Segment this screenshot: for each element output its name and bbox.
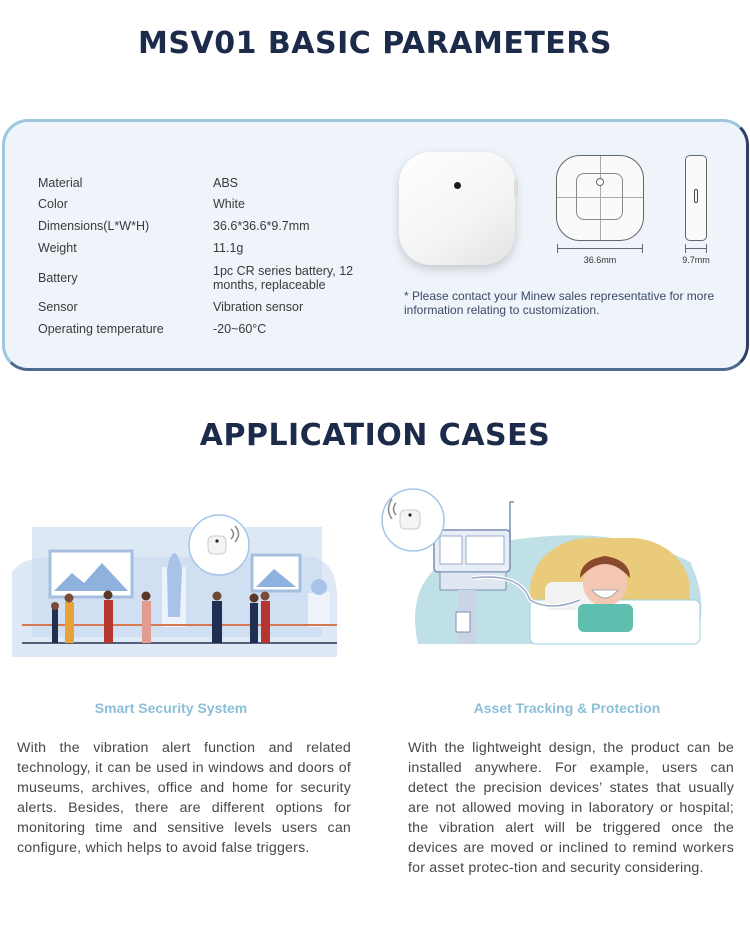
param-value: 11.1g bbox=[213, 241, 244, 255]
param-value: ABS bbox=[213, 175, 239, 190]
param-row-weight: Weight 11.1g bbox=[38, 237, 373, 259]
param-label: Material bbox=[38, 175, 83, 190]
case-text-asset-tracking: With the lightweight design, the product… bbox=[408, 740, 734, 876]
customization-note: * Please contact your Minew sales repres… bbox=[404, 289, 715, 317]
param-row-color: Color White bbox=[38, 193, 373, 215]
hospital-illustration bbox=[380, 482, 720, 652]
param-value: Vibration sensor bbox=[213, 299, 304, 314]
parameters-table: Material ABS Color White Dimensions(L*W*… bbox=[38, 172, 373, 340]
param-value: -20~60°C bbox=[213, 321, 267, 336]
param-label: Dimensions(L*W*H) bbox=[38, 219, 150, 233]
param-row-battery: Battery 1pc CR series battery, 12 months… bbox=[38, 259, 373, 296]
param-label: Color bbox=[38, 197, 68, 211]
width-dimension-label: 36.6mm bbox=[583, 255, 617, 265]
case-text-smart-security: With the vibration alert function and re… bbox=[17, 740, 351, 856]
side-view-drawing bbox=[685, 155, 707, 241]
front-view-drawing bbox=[556, 155, 644, 241]
param-value: White bbox=[213, 197, 245, 211]
param-label: Weight bbox=[38, 241, 77, 255]
param-value: 1pc CR series battery, 12 months, replac… bbox=[213, 263, 354, 292]
param-row-operating-temperature: Operating temperature -20~60°C bbox=[38, 317, 373, 340]
param-label: Sensor bbox=[38, 299, 78, 314]
case-title-asset-tracking: Asset Tracking & Protection bbox=[473, 700, 661, 716]
thickness-dimension-label: 9.7mm bbox=[682, 255, 710, 265]
param-label: Operating temperature bbox=[38, 321, 164, 336]
museum-illustration bbox=[12, 507, 342, 657]
basic-parameters-title: MSV01 BASIC PARAMETERS bbox=[138, 26, 612, 61]
thickness-dimension-line bbox=[685, 244, 707, 253]
sensor-hole bbox=[454, 182, 461, 189]
product-photo bbox=[399, 152, 518, 265]
case-title-smart-security: Smart Security System bbox=[94, 700, 248, 716]
param-value: 36.6*36.6*9.7mm bbox=[213, 219, 310, 233]
param-row-sensor: Sensor Vibration sensor bbox=[38, 296, 373, 317]
param-row-dimensions: Dimensions(L*W*H) 36.6*36.6*9.7mm bbox=[38, 215, 373, 237]
param-row-material: Material ABS bbox=[38, 172, 373, 193]
parameters-card: Material ABS Color White Dimensions(L*W*… bbox=[2, 119, 749, 371]
width-dimension-line bbox=[557, 244, 643, 253]
param-label: Battery bbox=[38, 270, 78, 285]
application-cases-title: APPLICATION CASES bbox=[199, 418, 551, 453]
